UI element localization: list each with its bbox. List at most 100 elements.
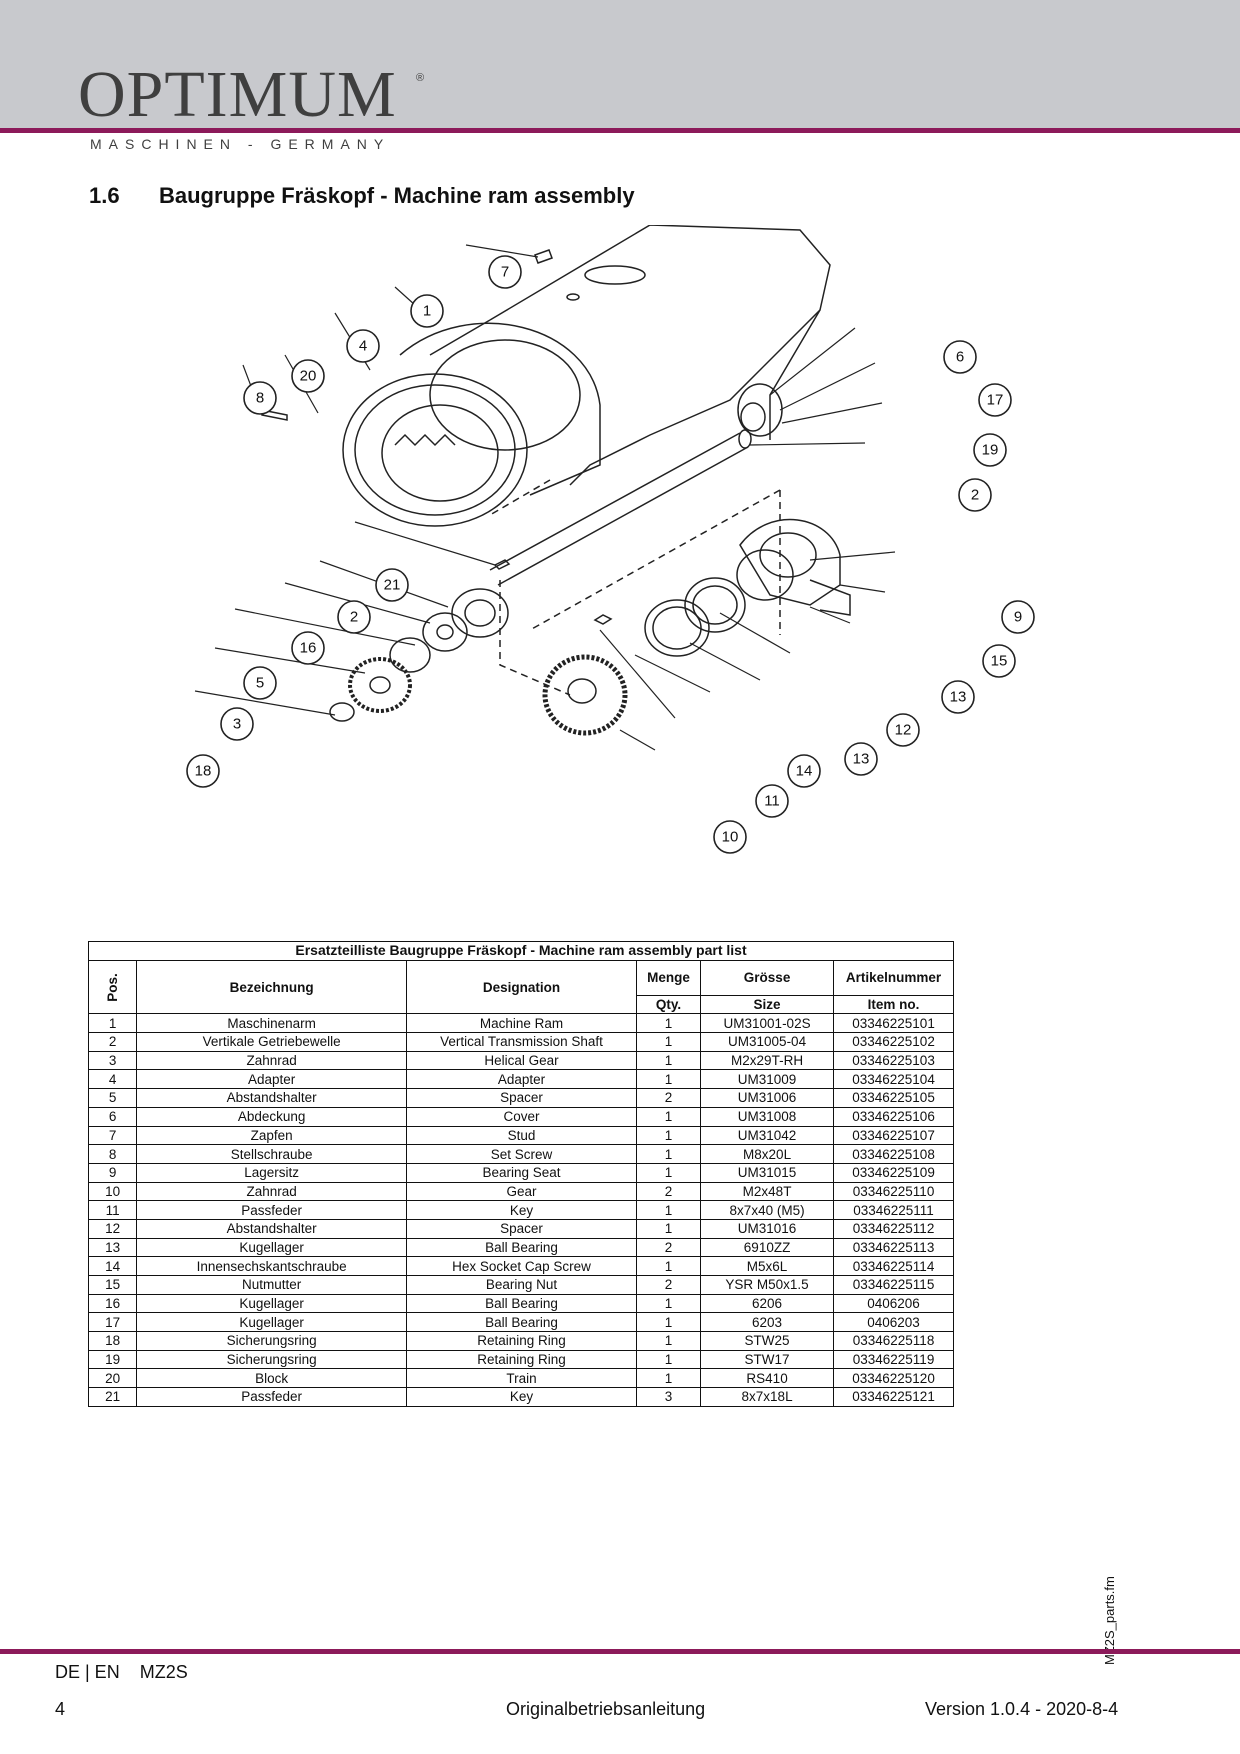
svg-text:16: 16	[300, 640, 317, 657]
parts-list-table: Ersatzteilliste Baugruppe Fräskopf - Mac…	[87, 941, 954, 1407]
cell-designation: Cover	[406, 1106, 637, 1127]
svg-text:7: 7	[501, 264, 509, 281]
cell-designation: Spacer	[406, 1088, 637, 1108]
cell-qty: 1	[635, 1013, 702, 1034]
cell-designation: Retaining Ring	[406, 1349, 637, 1370]
cell-bezeichnung: Lagersitz	[136, 1162, 408, 1183]
cell-item-no: 0406203	[833, 1312, 954, 1333]
cell-pos: 10	[87, 1181, 138, 1202]
svg-text:19: 19	[982, 442, 999, 459]
svg-text:9: 9	[1014, 609, 1022, 626]
ball-bearing-13	[644, 599, 710, 657]
callout-12: 12	[886, 713, 920, 747]
cell-qty: 1	[635, 1293, 702, 1314]
callout-14: 14	[787, 754, 821, 788]
footer-document-title: Originalbetriebsanleitung	[506, 1699, 706, 1719]
cell-item-no: 03346225107	[833, 1125, 954, 1146]
cell-item-no: 0406206	[833, 1293, 954, 1314]
cell-designation: Bearing Seat	[406, 1162, 637, 1183]
cell-bezeichnung: Stellschraube	[136, 1144, 408, 1164]
svg-text:5: 5	[256, 675, 264, 692]
cell-bezeichnung: Maschinenarm	[136, 1013, 408, 1034]
cell-size: UM31015	[700, 1162, 835, 1183]
cell-bezeichnung: Nutmutter	[136, 1275, 408, 1295]
callout-2-top: 2	[958, 478, 992, 512]
key-11	[593, 614, 613, 625]
cell-bezeichnung: Abstandshalter	[136, 1218, 408, 1239]
cell-qty: 1	[635, 1368, 702, 1389]
cell-size: UM31042	[700, 1125, 835, 1146]
cell-size: STW25	[700, 1331, 835, 1351]
col-header-artikel: Artikelnummer	[833, 959, 954, 996]
cell-designation: Bearing Nut	[406, 1275, 637, 1295]
cell-size: M8x20L	[700, 1144, 835, 1164]
cell-pos: 4	[87, 1069, 138, 1090]
col-header-qty: Qty.	[635, 994, 702, 1015]
cell-designation: Ball Bearing	[406, 1237, 637, 1258]
callout-3: 3	[220, 707, 254, 741]
transmission-shaft	[489, 432, 749, 586]
cell-pos: 19	[87, 1349, 138, 1370]
cell-bezeichnung: Kugellager	[136, 1237, 408, 1258]
cell-designation: Adapter	[406, 1069, 637, 1090]
cell-designation: Retaining Ring	[406, 1331, 637, 1351]
cell-item-no: 03346225114	[833, 1256, 954, 1276]
cell-qty: 1	[635, 1162, 702, 1183]
cell-qty: 2	[635, 1088, 702, 1108]
top-bearing-cover	[737, 383, 783, 437]
cell-pos: 14	[87, 1256, 138, 1276]
cell-designation: Gear	[406, 1181, 637, 1202]
cell-qty: 3	[635, 1387, 702, 1407]
callout-20: 20	[291, 359, 325, 393]
cell-qty: 1	[635, 1069, 702, 1090]
cell-bezeichnung: Passfeder	[136, 1200, 408, 1220]
col-header-designation: Designation	[406, 959, 637, 1015]
cell-bezeichnung: Abdeckung	[136, 1106, 408, 1127]
cell-designation: Vertical Transmission Shaft	[406, 1032, 637, 1052]
cell-bezeichnung: Vertikale Getriebewelle	[136, 1032, 408, 1052]
col-header-pos: Pos.	[87, 959, 138, 1015]
callout-11: 11	[755, 784, 789, 818]
cell-qty: 1	[635, 1312, 702, 1333]
cell-bezeichnung: Passfeder	[136, 1387, 408, 1407]
cell-bezeichnung: Kugellager	[136, 1293, 408, 1314]
cell-pos: 13	[87, 1237, 138, 1258]
page-number: 4	[55, 1699, 66, 1719]
cell-designation: Set Screw	[406, 1144, 637, 1164]
svg-text:10: 10	[722, 829, 739, 846]
cell-qty: 2	[635, 1275, 702, 1295]
cell-designation: Machine Ram	[406, 1013, 637, 1034]
svg-text:2: 2	[971, 487, 979, 504]
cell-size: UM31008	[700, 1106, 835, 1127]
cell-designation: Stud	[406, 1125, 637, 1146]
cell-item-no: 03346225101	[833, 1013, 954, 1034]
cell-item-no: 03346225111	[833, 1200, 954, 1220]
cell-pos: 1	[87, 1013, 138, 1034]
cell-bezeichnung: Zahnrad	[136, 1181, 408, 1202]
cell-item-no: 03346225110	[833, 1181, 954, 1202]
cell-item-no: 03346225120	[833, 1368, 954, 1389]
helical-gear	[348, 657, 412, 713]
callout-13-right: 13	[941, 680, 975, 714]
footer-lang-text: DE | EN	[55, 1662, 120, 1682]
ball-bearing-16	[451, 588, 509, 638]
callout-7: 7	[488, 255, 522, 289]
cell-item-no: 03346225121	[833, 1387, 954, 1407]
brand-tagline: MASCHINEN - GERMANY	[90, 136, 391, 152]
svg-text:18: 18	[195, 763, 212, 780]
callout-9: 9	[1001, 600, 1035, 634]
callout-17: 17	[978, 383, 1012, 417]
